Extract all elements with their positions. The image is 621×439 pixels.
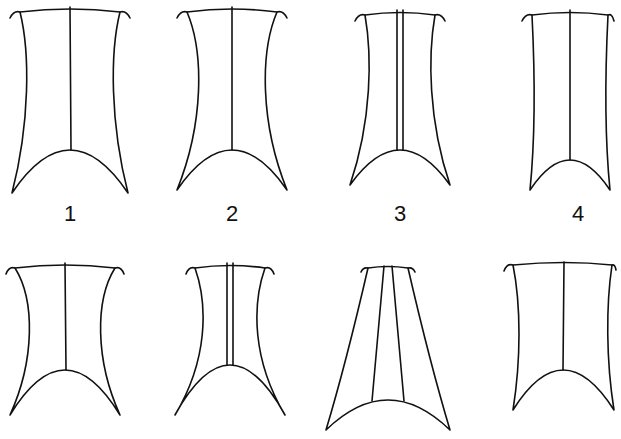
midline [227,263,233,365]
figure-number: 2 [226,202,238,226]
midline [70,7,71,150]
figure-number: 1 [64,202,76,226]
bone-outline [513,263,614,411]
figure-number: 4 [572,202,584,226]
midline [563,262,564,370]
bone-outline [175,266,285,416]
bone-curl [504,265,616,271]
bone-curl [355,15,445,21]
midline [231,7,233,150]
bone-curl [361,268,415,272]
midline [372,266,404,401]
midline [397,10,403,150]
bone-curl [522,15,614,21]
bone-curl [186,268,274,274]
midline [569,10,571,160]
bone-outline [350,13,450,186]
bone-outline [326,267,450,431]
midline [65,263,66,370]
figure-number: 3 [394,202,406,226]
